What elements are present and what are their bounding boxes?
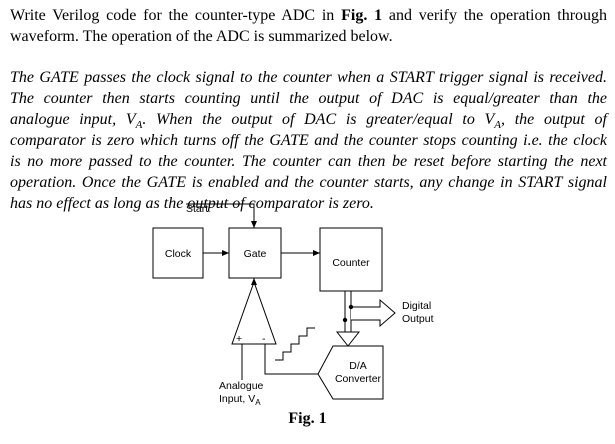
junction-dot bbox=[348, 304, 354, 310]
start-label: Start bbox=[186, 203, 208, 215]
task-line-2: waveform. The operation of the ADC is su… bbox=[10, 28, 393, 45]
description-text: analogue input, V bbox=[10, 111, 136, 128]
description-line-5: is no more passed to the counter. The co… bbox=[10, 153, 607, 170]
analogue-input-label: Analogue bbox=[219, 380, 264, 392]
description-line-6: operation. Once the GATE is enabled and … bbox=[10, 174, 607, 191]
digital-output-arrow bbox=[351, 298, 396, 328]
description-paragraph: The GATE passes the clock signal to the … bbox=[10, 67, 607, 214]
description-text: . When the output of DAC is greater/equa… bbox=[142, 111, 495, 128]
dac-block bbox=[317, 345, 384, 400]
counter-block bbox=[319, 227, 383, 292]
junction-dot bbox=[342, 317, 348, 323]
start-signal-line bbox=[186, 203, 257, 228]
gate-label: Gate bbox=[244, 248, 267, 260]
digital-output-label: Digital bbox=[402, 300, 431, 312]
gate-block bbox=[228, 227, 282, 279]
dac-to-comparator-line bbox=[264, 344, 318, 375]
description-line-2: The counter then starts counting until t… bbox=[10, 90, 607, 107]
plus-label: + bbox=[236, 333, 242, 345]
figure-reference: Fig. 1 bbox=[341, 7, 383, 24]
subscript: A bbox=[135, 119, 143, 132]
task-text: Write Verilog code for the counter-type … bbox=[10, 7, 342, 24]
dac-label: Converter bbox=[335, 373, 382, 385]
task-line-1: Write Verilog code for the counter-type … bbox=[10, 5, 607, 26]
analogue-input-label: Input, VA bbox=[219, 393, 261, 407]
analogue-input-text: Input, V bbox=[219, 393, 255, 405]
description-line-4: comparator is zero which turns off the G… bbox=[10, 132, 607, 149]
dac-input-arrow bbox=[335, 331, 361, 347]
figure-caption: Fig. 1 bbox=[288, 410, 327, 427]
dac-label: D/A bbox=[349, 360, 367, 372]
digital-output-label: Output bbox=[402, 313, 434, 325]
task-text: and verify the operation through bbox=[382, 7, 608, 24]
minus-label: - bbox=[262, 333, 266, 345]
description-line-1: The GATE passes the clock signal to the … bbox=[10, 69, 607, 86]
task-paragraph: Write Verilog code for the counter-type … bbox=[10, 5, 607, 47]
subscript: A bbox=[255, 398, 261, 407]
comparator-triangle bbox=[231, 280, 277, 345]
staircase-waveform bbox=[275, 327, 315, 361]
description-line-3: analogue input, VA. When the output of D… bbox=[10, 109, 607, 132]
clock-label: Clock bbox=[165, 248, 192, 260]
counter-label: Counter bbox=[332, 257, 370, 269]
description-text: , the output of bbox=[501, 111, 607, 128]
clock-block bbox=[152, 227, 204, 279]
subscript: A bbox=[494, 119, 502, 132]
